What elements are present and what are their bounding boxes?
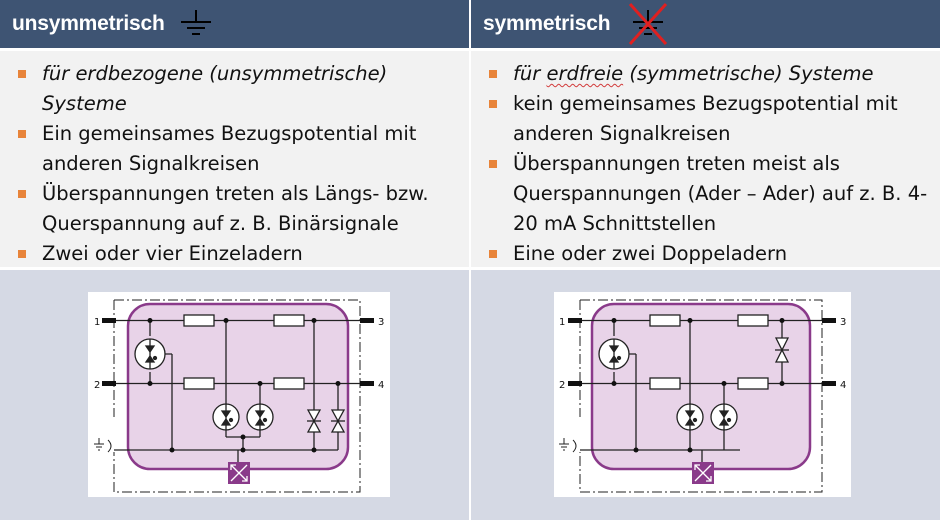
bullet-item: für erdbezogene (unsymmetrische) Systeme (14, 59, 465, 119)
spellcheck-word: erdfreie (546, 62, 624, 85)
image-cell-right: 1 2 3 4 (471, 270, 940, 520)
pin-label-2: 2 (559, 380, 565, 391)
resistor-group (649, 314, 769, 390)
tvs-diode-group (306, 409, 346, 433)
ground-icon (559, 438, 577, 453)
header-symmetrisch: symmetrisch (471, 0, 940, 48)
header-title-left: unsymmetrisch (12, 12, 165, 35)
circuit-svg-right: 1 2 3 4 (559, 299, 846, 493)
bullet-item: Überspannungen treten meist als Querspan… (485, 149, 936, 239)
ground-icon (94, 438, 112, 453)
pin-label-3: 3 (378, 317, 384, 328)
body-unsymmetrisch: für erdbezogene (unsymmetrische) Systeme… (0, 51, 469, 267)
pin-label-3: 3 (840, 317, 846, 328)
bullet-item: Überspannungen treten als Längs- bzw. Qu… (14, 179, 465, 239)
pin-label-1: 1 (559, 317, 565, 328)
bullet-item: kein gemeinsames Bezugspotential mit and… (485, 89, 936, 149)
terminal-2 (102, 381, 116, 386)
header-title-right: symmetrisch (483, 12, 611, 35)
circuit-diagram-unsymmetrisch: 1 2 3 4 (88, 292, 390, 497)
terminal-1 (102, 318, 116, 323)
ground-icon (180, 10, 211, 35)
bullet-item: Eine oder zwei Doppeladern (485, 239, 936, 269)
circuit-svg-left: 1 2 3 4 (94, 299, 384, 493)
terminal-4 (822, 381, 836, 386)
bullet-item: für erdfreie (symmetrische) Systeme (485, 59, 936, 89)
bullet-list-right: für erdfreie (symmetrische) Systeme kein… (485, 59, 936, 269)
image-cell-left: 1 2 3 4 (0, 270, 469, 520)
module-body (590, 302, 812, 471)
ground-crossed-icon (629, 2, 668, 46)
pin-label-4: 4 (378, 380, 384, 391)
bullet-item: Zwei oder vier Einzeladern (14, 239, 465, 269)
bullet-list-left: für erdbezogene (unsymmetrische) Systeme… (14, 59, 465, 269)
pin-label-1: 1 (94, 317, 100, 328)
circuit-diagram-symmetrisch: 1 2 3 4 (554, 292, 851, 497)
module-body (126, 302, 350, 471)
terminal-4 (360, 381, 374, 386)
resistor-group (183, 314, 305, 390)
terminal-3 (360, 318, 374, 323)
pin-label-4: 4 (840, 380, 846, 391)
tvs-diode-group (774, 337, 790, 363)
pin-label-2: 2 (94, 380, 100, 391)
terminal-2 (568, 381, 582, 386)
terminal-1 (568, 318, 582, 323)
header-unsymmetrisch: unsymmetrisch (0, 0, 469, 48)
body-symmetrisch: für erdfreie (symmetrische) Systeme kein… (471, 51, 940, 267)
bullet-item: Ein gemeinsames Bezugspotential mit ande… (14, 119, 465, 179)
terminal-3 (822, 318, 836, 323)
